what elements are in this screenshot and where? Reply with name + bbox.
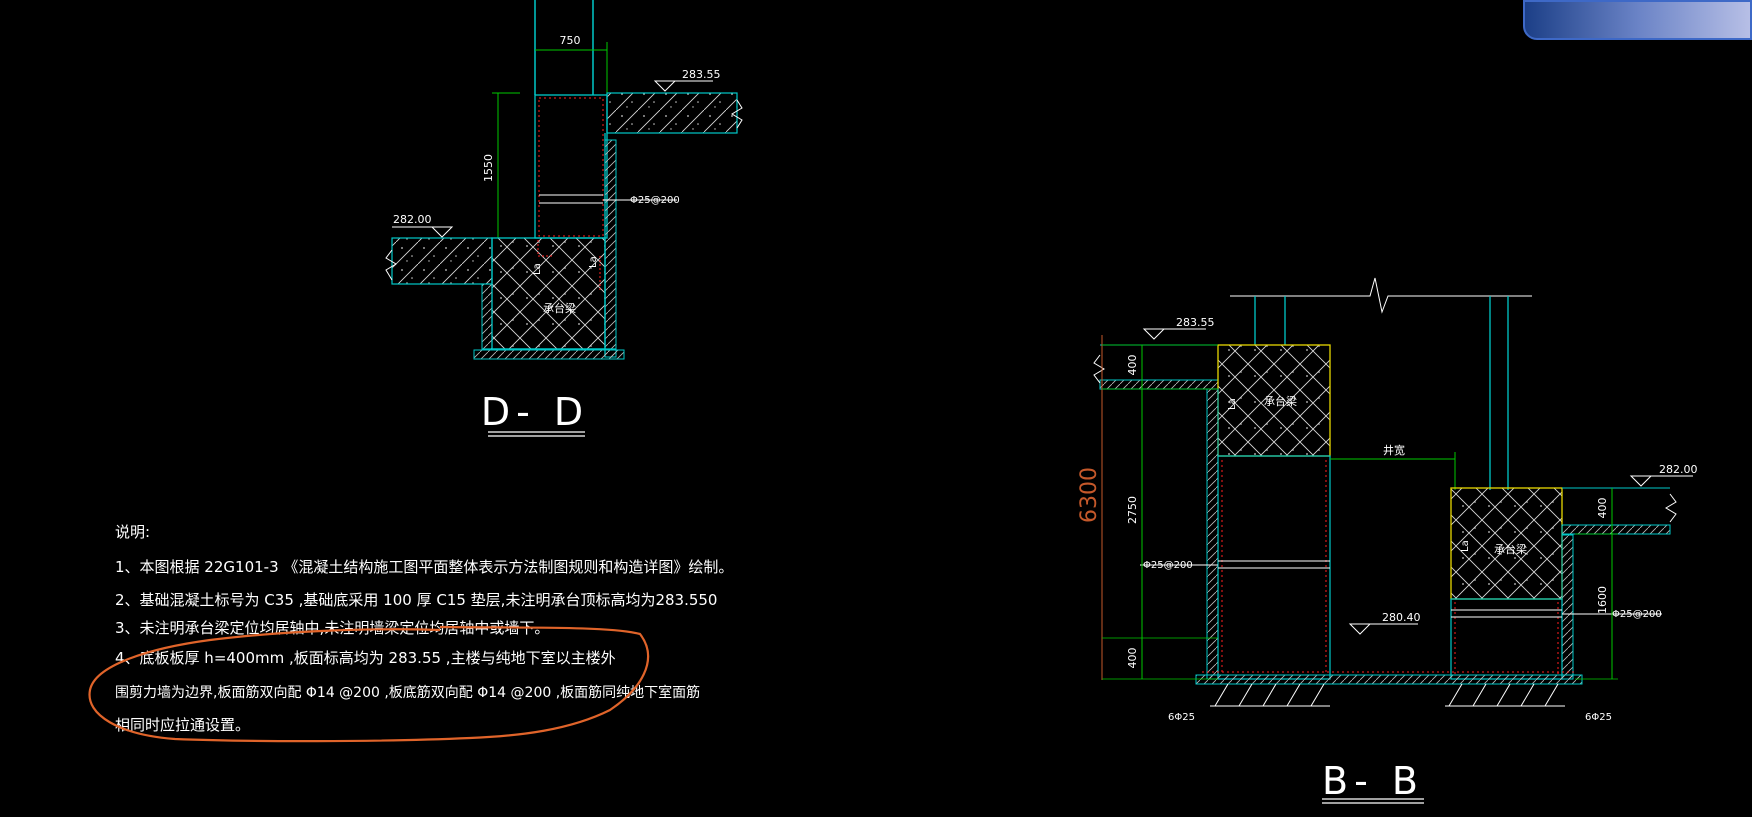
bb-rebar-right: Φ25@200	[1612, 609, 1662, 620]
notes-line-4: 4、底板板厚 h=400mm ,板面标高均为 283.55 ,主楼与纯地下室以主…	[115, 649, 616, 667]
bb-dim-6300: 6300	[1077, 467, 1102, 523]
notes-line-3: 3、未注明承台梁定位均居轴中,未注明墙梁定位均居轴中或墙下。	[115, 619, 549, 637]
bb-dim-400-right: 400	[1596, 498, 1609, 519]
bb-dim-400-bottom: 400	[1126, 648, 1139, 669]
notes-line-1: 1、本图根据 22G101-3 《混凝土结构施工图平面整体表示方法制图规则和构造…	[115, 558, 733, 576]
dd-title: D- D	[481, 390, 589, 434]
bb-bars-right: 6Φ25	[1585, 712, 1612, 723]
design-notes: 说明: 1、本图根据 22G101-3 《混凝土结构施工图平面整体表示方法制图规…	[88, 523, 733, 743]
bb-dim-1600: 1600	[1596, 586, 1609, 614]
bb-la-1: La	[1227, 398, 1238, 410]
floating-toolbar-widget[interactable]	[1523, 0, 1752, 40]
section-bb: 283.55 承台梁 La Φ25@200 井宽 280.40 承台梁 La	[1077, 277, 1698, 804]
section-dd: 750 283.55 1550 Φ25@200 282.00	[385, 0, 743, 437]
dd-la-1: La	[532, 263, 543, 275]
bb-level-pit: 280.40	[1382, 611, 1421, 624]
notes-line-5: 围剪力墙为边界,板面筋双向配 Φ14 @200 ,板底筋双向配 Φ14 @200…	[115, 684, 700, 701]
dd-la-2: La	[588, 256, 599, 268]
dd-rebar-note: Φ25@200	[630, 195, 680, 206]
bb-la-2: La	[1460, 540, 1471, 552]
notes-heading: 说明:	[115, 523, 150, 541]
dd-beam-label: 承台梁	[543, 301, 576, 315]
notes-line-2: 2、基础混凝土标号为 C35 ,基础底采用 100 厚 C15 垫层,未注明承台…	[115, 591, 717, 609]
bb-dim-400-top: 400	[1126, 355, 1139, 376]
bb-title: B- B	[1322, 759, 1424, 803]
bb-dim-2750: 2750	[1126, 496, 1139, 524]
dd-dim-1550: 1550	[482, 154, 495, 182]
bb-bars-left: 6Φ25	[1168, 712, 1195, 723]
bb-level-right: 282.00	[1659, 463, 1698, 476]
bb-pit-width: 井宽	[1383, 443, 1405, 457]
dd-level-left: 282.00	[393, 213, 432, 226]
dd-level-right: 283.55	[682, 68, 721, 81]
bb-level-left: 283.55	[1176, 316, 1215, 329]
bb-beam-label-2: 承台梁	[1494, 542, 1527, 556]
bb-beam-label-1: 承台梁	[1264, 394, 1297, 408]
bb-rebar-left: Φ25@200	[1143, 560, 1193, 571]
freehand-annotation-circle	[88, 625, 650, 743]
dd-dim-750: 750	[560, 34, 581, 47]
notes-line-6: 相同时应拉通设置。	[115, 716, 250, 734]
